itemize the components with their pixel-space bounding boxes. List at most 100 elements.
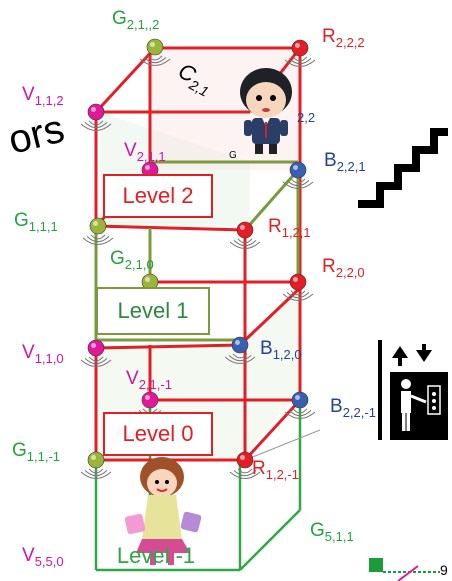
node-label-g-1-1-m1: G1,1,-1 bbox=[12, 440, 60, 464]
node-label-sub: 2,2,0 bbox=[335, 264, 365, 280]
node-label-sub: 1,1,1 bbox=[28, 218, 58, 234]
node-highlight bbox=[93, 221, 98, 226]
node-highlight bbox=[91, 343, 96, 348]
node-label-v-2-1-1: V2,1,1 bbox=[124, 140, 166, 164]
node-label-main: G bbox=[112, 8, 127, 29]
node-label-main: G bbox=[310, 520, 325, 541]
node-highlight bbox=[240, 455, 245, 460]
node-label-v-1-1-2: V1,1,2 bbox=[22, 84, 64, 108]
level-0-box: Level 0 bbox=[103, 412, 213, 456]
node-label-sub: 5,5,0 bbox=[34, 553, 64, 569]
node-label-v-5-5-0: V5,5,0 bbox=[22, 545, 64, 569]
signal-waves-icon bbox=[82, 234, 114, 245]
node-label-sub: 1,2,-1 bbox=[265, 466, 299, 482]
man-character-icon bbox=[240, 68, 292, 154]
node-label-sub: 1,1,2 bbox=[34, 92, 64, 108]
node-label-v-1-1-0: V1,1,0 bbox=[22, 342, 64, 366]
node-label-sub: 2,1,1 bbox=[136, 148, 166, 164]
signal-waves-icon bbox=[284, 408, 316, 419]
node-label-b-2-2-1: B2,2,1 bbox=[324, 150, 366, 174]
nodes-layer bbox=[80, 38, 316, 479]
signal-waves-icon bbox=[284, 56, 316, 67]
node-highlight bbox=[91, 455, 96, 460]
node-r-1-2-m1 bbox=[236, 451, 254, 469]
node-label-sub: 1,1,0 bbox=[34, 350, 64, 366]
node-b-1-2-0 bbox=[231, 336, 249, 354]
pink-line bbox=[397, 565, 419, 581]
node-label-g-2-1-2: G2,1,,2 bbox=[112, 8, 159, 32]
signal-waves-icon bbox=[224, 353, 256, 364]
node-label-r-2-2-0: R2,2,0 bbox=[322, 256, 365, 280]
node-v-1-1-0 bbox=[87, 339, 105, 357]
node-label-main: B bbox=[260, 338, 273, 359]
signal-waves-icon bbox=[80, 468, 112, 479]
node-label-main: R bbox=[322, 26, 336, 47]
stairs-icon bbox=[358, 128, 448, 208]
node-label-g-2-1-0: G2,1,0 bbox=[110, 248, 154, 272]
node-r-2-2-2 bbox=[291, 39, 309, 57]
node-label-b-1-2-0: B1,2,0 bbox=[260, 338, 302, 362]
node-label-main: V bbox=[22, 84, 35, 105]
signal-waves-icon bbox=[139, 55, 171, 66]
node-label-main: G bbox=[110, 248, 125, 269]
node-highlight bbox=[145, 277, 150, 282]
node-label-sub: 1,2,1 bbox=[281, 224, 311, 240]
node-label-sub: 2,1,0 bbox=[124, 256, 154, 272]
node-label-g-5-1-1: G5,1,1 bbox=[310, 520, 354, 544]
node-label-main: V bbox=[126, 368, 139, 389]
node-label-sub: 2,2,-1 bbox=[342, 404, 376, 420]
perspective-line bbox=[244, 429, 321, 461]
signal-waves-icon bbox=[229, 238, 261, 249]
node-highlight bbox=[150, 42, 155, 47]
node-highlight bbox=[293, 277, 298, 282]
node-b-2-2-m1 bbox=[291, 391, 309, 409]
node-label-main: G bbox=[14, 210, 29, 231]
node-g-1-1-1 bbox=[89, 217, 107, 235]
signal-waves-icon bbox=[229, 468, 261, 479]
node-label-main: V bbox=[124, 140, 137, 161]
node-r-2-2-0 bbox=[289, 273, 307, 291]
node-label-sub: 1,1,-1 bbox=[26, 448, 61, 464]
signal-waves-icon bbox=[80, 356, 112, 367]
node-highlight bbox=[145, 395, 150, 400]
node-label-sub: 2,2,1 bbox=[336, 158, 366, 174]
level-2-box: Level 2 bbox=[103, 174, 213, 218]
node-label-main: V bbox=[22, 342, 35, 363]
node-g-1-1-m1 bbox=[87, 451, 105, 469]
node-highlight bbox=[295, 43, 300, 48]
level-neg1-box: Level -1 bbox=[116, 543, 196, 568]
node-label-main: G bbox=[12, 440, 27, 461]
label-g-small: G bbox=[229, 150, 237, 161]
node-label-b-2-2-m1: B2,2,-1 bbox=[330, 396, 376, 420]
node-label-main: V bbox=[22, 545, 35, 566]
node-label-g-1-1-1: G1,1,1 bbox=[14, 210, 58, 234]
node-label-sub: 1,2,0 bbox=[272, 346, 302, 362]
node-r-1-2-1 bbox=[236, 221, 254, 239]
node-label-r-1-2-m1: R1,2,-1 bbox=[252, 458, 299, 482]
node-label-main: B bbox=[324, 150, 337, 171]
level-1-box: Level 1 bbox=[96, 287, 210, 335]
label-near-character: 2,2 bbox=[297, 110, 316, 125]
node-label-main: R bbox=[268, 216, 282, 237]
node-g-2-1-2 bbox=[146, 38, 164, 56]
position-marker bbox=[369, 558, 383, 572]
node-label-sub: 2,1,,2 bbox=[126, 16, 160, 32]
node-b-2-2-1 bbox=[289, 161, 307, 179]
signal-waves-icon bbox=[80, 120, 112, 131]
node-label-sub: 5,1,1 bbox=[324, 528, 354, 544]
node-v-1-1-2 bbox=[87, 103, 105, 121]
label-bottom-right-number: 9 bbox=[440, 562, 448, 578]
node-highlight bbox=[91, 107, 96, 112]
node-label-r-2-2-2: R2,2,2 bbox=[322, 26, 365, 50]
woman-character-icon bbox=[124, 457, 202, 565]
signal-waves-icon bbox=[282, 178, 314, 189]
node-highlight bbox=[240, 225, 245, 230]
elevator-icon bbox=[378, 340, 448, 440]
node-highlight bbox=[295, 395, 300, 400]
node-label-v-2-1-m1: V2,1,-1 bbox=[126, 368, 172, 392]
node-label-main: B bbox=[330, 396, 343, 417]
node-v-2-1-m1 bbox=[141, 391, 159, 409]
node-label-main: R bbox=[322, 256, 336, 277]
